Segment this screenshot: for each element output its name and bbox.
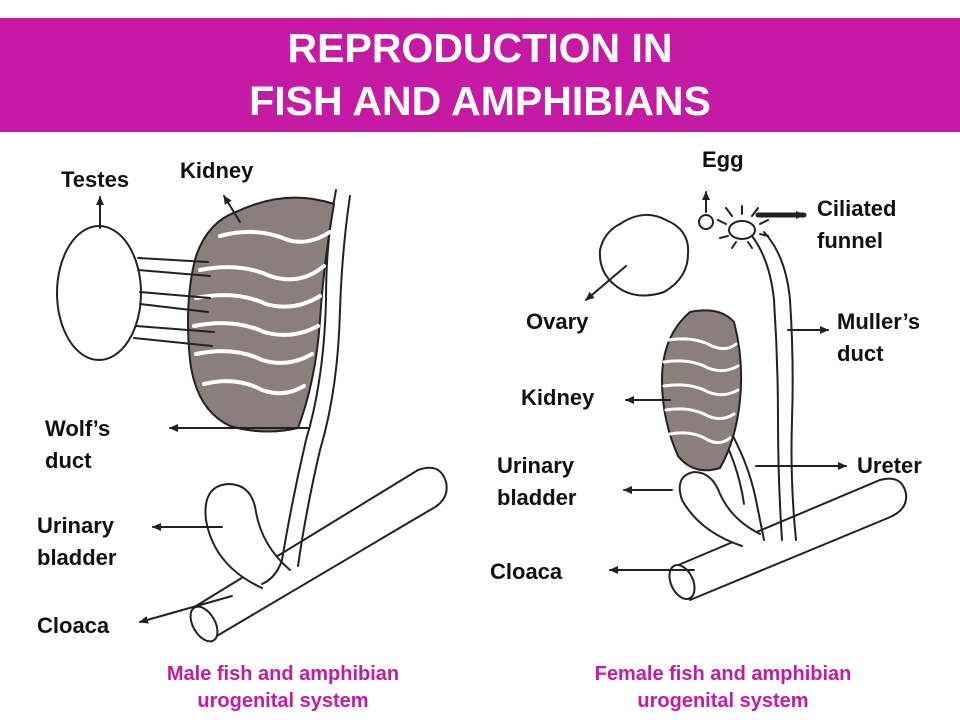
- male-cloaca-tube: [195, 466, 448, 641]
- page-title-line-1: REPRODUCTION IN: [287, 25, 673, 71]
- male-kidney-shape: [187, 196, 336, 433]
- male-vasa-efferentia: [133, 257, 215, 347]
- female-cloaca-opening: [668, 564, 696, 600]
- female-ciliated-funnel: [717, 205, 769, 249]
- label-kidney-female: Kidney: [521, 385, 595, 410]
- label-ciliated-funnel-line-1: Ciliated: [817, 196, 897, 221]
- page-title-line-2: FISH AND AMPHIBIANS: [249, 78, 711, 124]
- male-caption-line-2: urogenital system: [197, 690, 369, 712]
- label-kidney: Kidney: [180, 158, 254, 183]
- male-urinary-bladder: [204, 482, 291, 589]
- label-egg: Egg: [702, 147, 744, 172]
- label-urinary-bladder-female-line-1: Urinary: [497, 453, 575, 478]
- label-cloaca: Cloaca: [37, 613, 110, 638]
- female-caption-line-2: urogenital system: [637, 690, 809, 712]
- female-diagram: [585, 191, 908, 601]
- female-ovary: [598, 213, 690, 297]
- female-caption-line-1: Female fish and amphibian: [594, 663, 852, 685]
- label-ciliated-funnel-line-2: funnel: [817, 228, 883, 253]
- label-urinary-bladder-line-2: bladder: [37, 545, 117, 570]
- female-urinary-bladder: [678, 470, 761, 547]
- label-wolfs-duct-line-1: Wolf’s: [45, 416, 111, 441]
- arrow-kidney: [223, 195, 241, 223]
- label-ovary: Ovary: [526, 309, 589, 334]
- label-mullers-duct-line-2: duct: [837, 341, 884, 366]
- label-urinary-bladder-female-line-2: bladder: [497, 485, 577, 510]
- female-egg: [698, 214, 714, 230]
- label-cloaca-female: Cloaca: [490, 559, 563, 584]
- arrow-ovary: [585, 265, 627, 301]
- label-urinary-bladder-line-1: Urinary: [37, 513, 115, 538]
- male-diagram: [56, 189, 448, 643]
- male-caption-line-1: Male fish and amphibian: [166, 663, 400, 685]
- label-mullers-duct-line-1: Muller’s: [837, 309, 921, 334]
- label-ureter: Ureter: [857, 453, 922, 478]
- female-cloaca-tube: [675, 477, 908, 601]
- male-wolfs-duct: [261, 189, 337, 585]
- label-testes: Testes: [61, 167, 130, 192]
- female-ureter: [723, 419, 765, 541]
- male-testis: [56, 225, 142, 361]
- label-wolfs-duct-line-2: duct: [45, 448, 92, 473]
- title-banner: [0, 18, 960, 132]
- female-mullers-duct: [751, 235, 783, 541]
- arrow-cloaca: [139, 595, 233, 624]
